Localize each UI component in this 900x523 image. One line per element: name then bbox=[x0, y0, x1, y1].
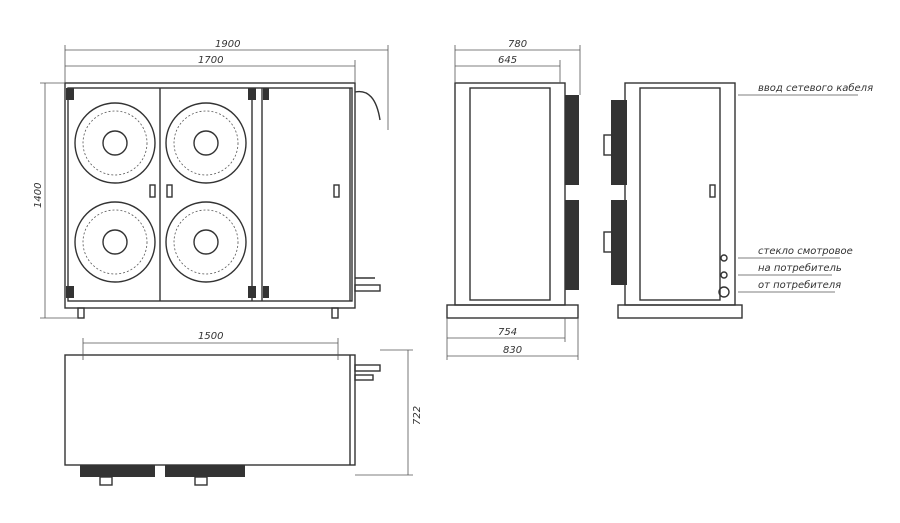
fan-icon bbox=[165, 102, 247, 184]
callout-to-consumer: на потребитель bbox=[758, 262, 842, 274]
fan-icon bbox=[74, 102, 156, 184]
dim-1700: 1700 bbox=[198, 55, 223, 66]
dim-780: 780 bbox=[508, 39, 527, 50]
rear-view bbox=[603, 82, 743, 319]
callout-from-consumer: от потребителя bbox=[758, 279, 841, 291]
fan-icon bbox=[74, 201, 156, 283]
callout-list: ввод сетевого кабеля стекло смотровое на… bbox=[738, 82, 873, 293]
dim-1900: 1900 bbox=[215, 39, 240, 50]
callout-power-cable: ввод сетевого кабеля bbox=[758, 82, 873, 94]
dim-754: 754 bbox=[498, 327, 517, 338]
dim-1400: 1400 bbox=[33, 183, 44, 208]
dim-722: 722 bbox=[412, 406, 423, 425]
bottom-view bbox=[64, 354, 381, 486]
side-view bbox=[446, 82, 579, 319]
front-view bbox=[64, 82, 381, 319]
dim-645: 645 bbox=[498, 55, 517, 66]
dim-830: 830 bbox=[503, 345, 522, 356]
fan-icon bbox=[165, 201, 247, 283]
callout-sight-glass: стекло смотровое bbox=[758, 246, 853, 257]
dim-1500: 1500 bbox=[198, 331, 223, 342]
